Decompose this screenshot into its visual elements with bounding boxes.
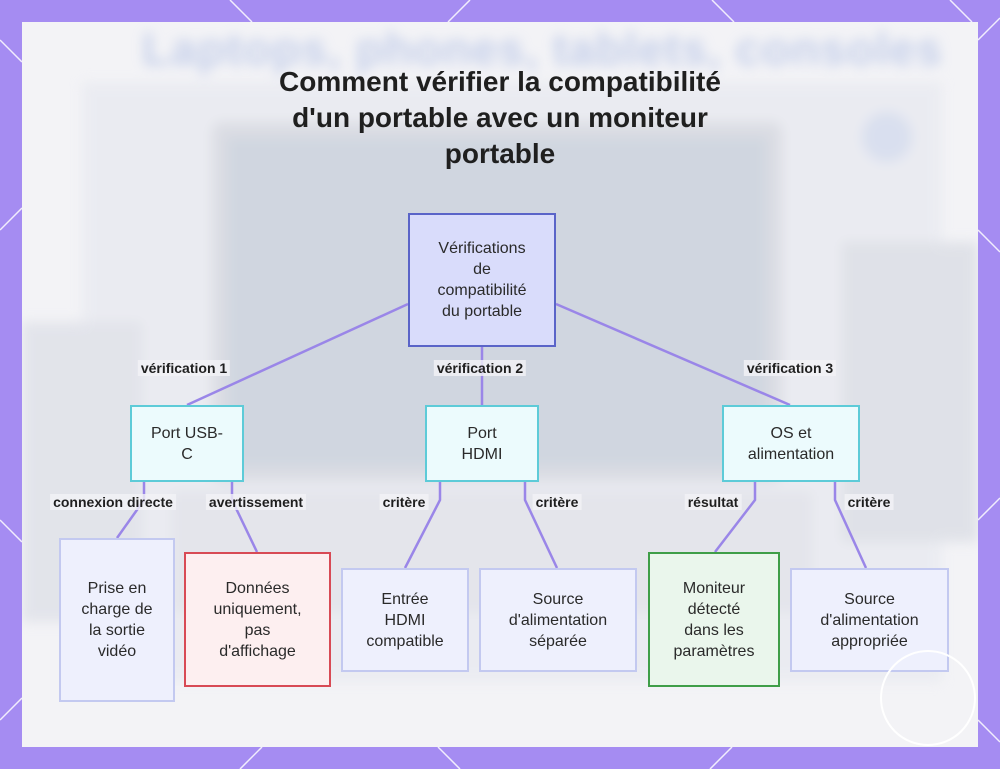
leaf-appropriate-power-label: Source d'alimentation appropriée xyxy=(820,590,919,650)
leaf-hdmi-input: Entrée HDMI compatible xyxy=(341,568,469,672)
edge-label-verification-3: vérification 3 xyxy=(743,360,837,376)
edge-label-critere-hdmi-power: critère xyxy=(532,494,582,510)
edge-label-critere-hdmi-input: critère xyxy=(379,494,429,510)
node-hdmi-label: Port HDMI xyxy=(461,424,503,463)
leaf-monitor-detected: Moniteur détecté dans les paramètres xyxy=(648,552,780,687)
edge-os-detected xyxy=(714,482,757,553)
edge-label-verification-2: vérification 2 xyxy=(433,360,527,376)
node-os-power: OS et alimentation xyxy=(722,405,860,482)
root-node-label: Vérifications de compatibilité du portab… xyxy=(437,240,527,320)
node-hdmi: Port HDMI xyxy=(425,405,539,482)
root-node: Vérifications de compatibilité du portab… xyxy=(408,213,556,347)
leaf-video-output-label: Prise en charge de la sortie vidéo xyxy=(81,580,153,660)
node-usb-c: Port USB- C xyxy=(130,405,244,482)
edge-os-power xyxy=(833,482,868,569)
leaf-monitor-detected-label: Moniteur détecté dans les paramètres xyxy=(673,579,755,660)
edge-label-critere-os-power: critère xyxy=(844,494,894,510)
leaf-video-output: Prise en charge de la sortie vidéo xyxy=(59,538,175,702)
edge-label-verification-1: vérification 1 xyxy=(137,360,231,376)
edge-usbc-data xyxy=(230,482,259,553)
edge-hdmi-power xyxy=(523,482,559,569)
edge-root-os xyxy=(555,302,791,407)
background-heading: Laptops, phones, tablets, consoles xyxy=(142,23,943,75)
diagram-canvas: Laptops, phones, tablets, consoles Comme… xyxy=(22,22,978,747)
node-usb-c-label: Port USB- C xyxy=(150,424,223,463)
leaf-separate-power: Source d'alimentation séparée xyxy=(479,568,637,672)
edge-label-resultat: résultat xyxy=(684,494,742,510)
node-os-power-label: OS et alimentation xyxy=(747,424,835,463)
leaf-data-only-label: Données uniquement, pas d'affichage xyxy=(213,579,302,660)
edge-label-connexion-directe: connexion directe xyxy=(50,494,176,510)
edge-root-usbc xyxy=(186,302,409,407)
edge-label-avertissement: avertissement xyxy=(205,494,307,510)
edge-hdmi-input xyxy=(403,482,442,569)
decorative-circle xyxy=(880,650,976,746)
edge-usbc-video xyxy=(115,482,146,539)
edge-layer xyxy=(115,302,868,569)
leaf-separate-power-label: Source d'alimentation séparée xyxy=(508,590,608,650)
leaf-data-only: Données uniquement, pas d'affichage xyxy=(184,552,331,687)
diagram-title: Comment vérifier la compatibilité d'un p… xyxy=(279,66,721,169)
leaf-hdmi-input-label: Entrée HDMI compatible xyxy=(366,590,444,650)
